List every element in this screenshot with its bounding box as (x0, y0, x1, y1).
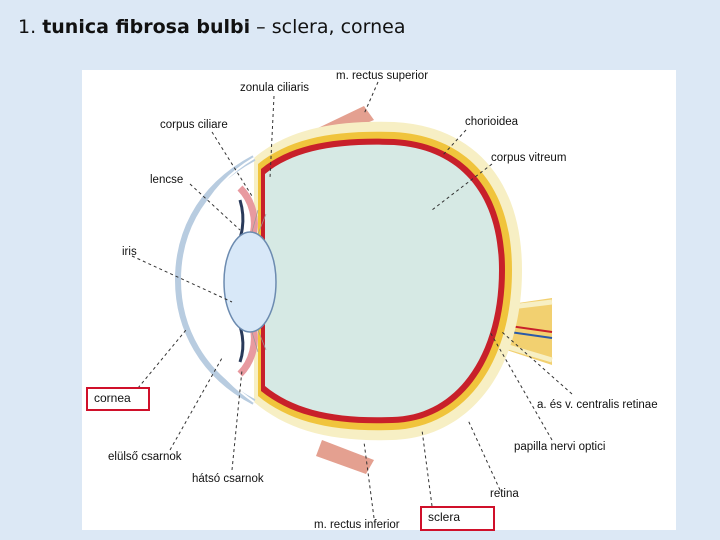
label-corpus-vitreum: corpus vitreum (491, 152, 567, 164)
label-m-rectus-inferior: m. rectus inferior (314, 519, 400, 531)
label-a-v-centralis-retinae: a. és v. centralis retinae (537, 399, 658, 411)
label-corpus-ciliare: corpus ciliare (160, 119, 228, 131)
title-number: 1. (18, 16, 37, 38)
cornea-shape (174, 155, 256, 405)
label-m-rectus-superior: m. rectus superior (336, 70, 429, 82)
inferior-rectus-muscle (316, 440, 374, 474)
label-retina: retina (490, 488, 519, 500)
eye-diagram-panel: zonula ciliaris m. rectus superior corpu… (82, 70, 676, 531)
label-lencse: lencse (150, 174, 184, 186)
eye-cross-section-illustration (131, 81, 573, 519)
lens-shape (223, 231, 277, 333)
label-papilla-nervi-optici: papilla nervi optici (514, 441, 606, 453)
slide-title: 1. tunica fibrosa bulbi – sclera, cornea (18, 16, 406, 38)
zonular-fibers (251, 209, 267, 353)
label-chorioidea: chorioidea (465, 116, 519, 128)
label-hatso-csarnok: hátsó csarnok (192, 473, 264, 485)
title-rest: – sclera, cornea (250, 16, 406, 38)
title-bold: tunica fibrosa bulbi (42, 16, 251, 38)
label-elulso-csarnok: elülső csarnok (108, 451, 182, 463)
label-cornea-highlighted: cornea (86, 387, 150, 411)
label-iris: iris (122, 246, 137, 258)
label-leader-lines (131, 81, 573, 519)
vitreous-body (265, 144, 499, 418)
label-sclera-highlighted: sclera (420, 506, 495, 531)
label-zonula-ciliaris: zonula ciliaris (240, 82, 310, 94)
